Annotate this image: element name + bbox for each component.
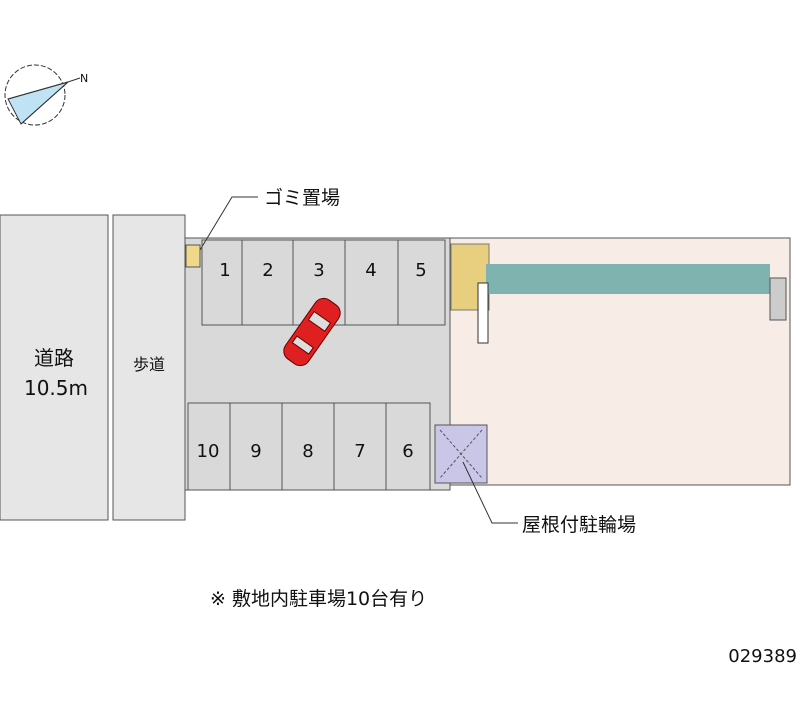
- road-width-label: 10.5m: [24, 376, 88, 400]
- parking-note: ※ 敷地内駐車場10台有り: [210, 588, 427, 610]
- bike-shed-leader-line: [462, 461, 518, 524]
- garbage-area: [185, 244, 201, 268]
- sidewalk: [112, 214, 186, 521]
- bike-shed-label: 屋根付駐輪場: [522, 514, 636, 536]
- space-number: 5: [415, 260, 426, 281]
- north-label: N: [80, 72, 88, 85]
- space-number: 4: [365, 260, 376, 281]
- car-icon: [283, 297, 341, 367]
- parking-space: [397, 239, 446, 326]
- parking-bottom-row: 10 9 8 7 6: [187, 402, 431, 491]
- space-number: 7: [354, 441, 365, 462]
- roof-shadow: [486, 264, 770, 294]
- mailbox: [477, 282, 489, 344]
- space-number: 2: [262, 260, 273, 281]
- garbage-leader-line: [199, 196, 258, 251]
- road-label: 道路: [34, 346, 74, 370]
- space-number: 8: [302, 441, 313, 462]
- parking-top-row: 1 2 3 4 5: [201, 239, 446, 326]
- parking-lot: [184, 237, 451, 491]
- space-number: 9: [250, 441, 261, 462]
- space-number: 1: [219, 260, 230, 281]
- compass-icon: N: [4, 64, 88, 126]
- parking-space: [385, 402, 431, 491]
- sidewalk-label: 歩道: [133, 355, 165, 374]
- space-number: 6: [402, 441, 413, 462]
- road: [0, 214, 109, 521]
- garbage-label: ゴミ置場: [264, 187, 340, 209]
- space-number: 3: [313, 260, 324, 281]
- meter-box: [769, 277, 787, 321]
- space-number: 10: [197, 441, 220, 462]
- property-id: 029389: [728, 646, 797, 667]
